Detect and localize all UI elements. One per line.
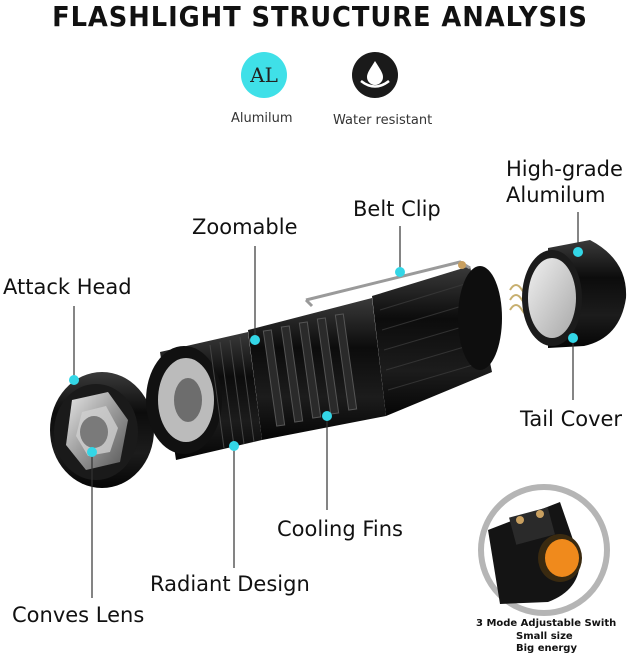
- high-grade-label: High-grade: [506, 157, 623, 181]
- main-body-part: [248, 266, 502, 440]
- water-drop-icon: [352, 52, 398, 98]
- belt-clip-label: Belt Clip: [353, 197, 441, 221]
- aluminium-badge: AL: [241, 52, 287, 98]
- high-grade-material-label: Alumilum: [506, 183, 606, 207]
- switch-inset: [478, 484, 610, 616]
- zoomable-label: Zoomable: [192, 215, 298, 239]
- radiant-design-label: Radiant Design: [150, 572, 310, 596]
- size-note: Small size: [516, 631, 573, 642]
- switch-mode-note: 3 Mode Adjustable Swith: [476, 618, 617, 629]
- callout-dots: [69, 247, 583, 457]
- conves-lens-label: Conves Lens: [12, 603, 145, 627]
- water-resistant-caption: Water resistant: [333, 113, 433, 128]
- page-title: FLASHLIGHT STRUCTURE ANALYSIS: [52, 0, 588, 33]
- tail-cap-part: [522, 240, 627, 348]
- al-symbol: AL: [250, 63, 278, 87]
- tail-cover-label: Tail Cover: [520, 407, 623, 431]
- attack-head-label: Attack Head: [3, 275, 132, 299]
- energy-note: Big energy: [516, 643, 577, 654]
- callout-leaders: [73, 212, 579, 598]
- zoom-sleeve-part: [146, 332, 262, 460]
- cooling-fins-label: Cooling Fins: [277, 517, 403, 541]
- attack-head-part: [50, 372, 154, 488]
- belt-clip-part: [304, 260, 471, 308]
- aluminium-caption: Alumilum: [231, 111, 293, 126]
